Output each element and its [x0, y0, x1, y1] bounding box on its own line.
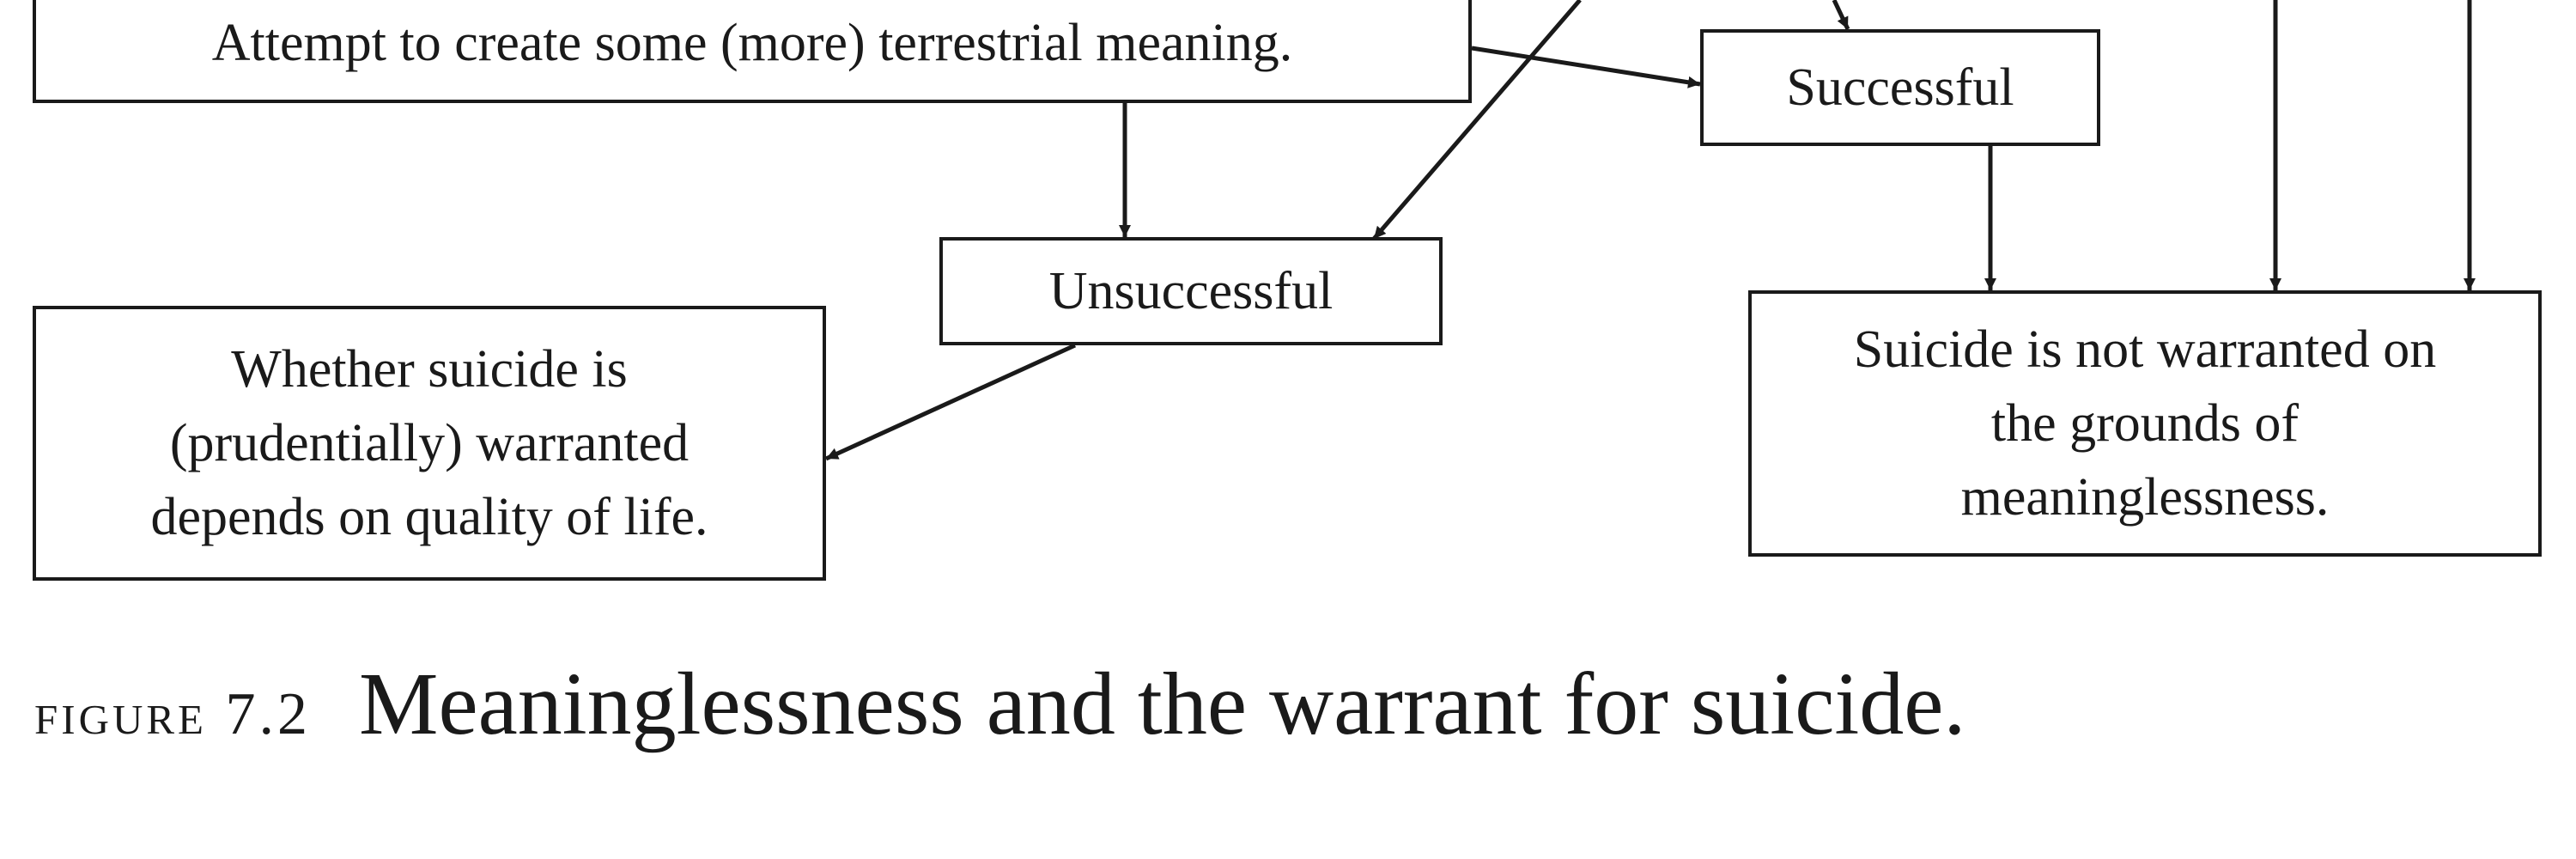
node-successful-text: Successful: [1786, 58, 2014, 117]
node-quality-line-1: Whether suicide is: [231, 340, 628, 399]
node-unsuccessful: Unsuccessful: [939, 237, 1443, 345]
figure-title: Meaninglessness and the warrant for suic…: [358, 655, 1966, 753]
node-quality-line-2: (prudentially) warranted: [169, 414, 690, 472]
node-unsuccessful-text: Unsuccessful: [1048, 262, 1334, 320]
node-quality-line-3: depends on quality of life.: [150, 488, 708, 546]
node-attempt: Attempt to create some (more) terrestria…: [33, 0, 1472, 103]
node-quality-of-life: Whether suicide is (prudentially) warran…: [33, 306, 826, 581]
edge-offpage-to-unsuccessful: [1372, 0, 1582, 241]
figure-caption: FIGURE 7.2 Meaninglessness and the warra…: [34, 653, 1965, 782]
node-not-warranted-line-3: meaninglessness.: [1960, 468, 2330, 527]
edge-unsuccessful-to-quality: [824, 343, 1077, 461]
node-successful: Successful: [1700, 29, 2100, 146]
node-not-warranted-line-1: Suicide is not warranted on: [1853, 320, 2437, 379]
figure-label-word: FIGURE: [34, 681, 207, 747]
node-attempt-text: Attempt to create some (more) terrestria…: [211, 14, 1293, 72]
node-not-warranted: Suicide is not warranted on the grounds …: [1748, 290, 2542, 557]
edge-offpage-to-successful: [1832, 0, 1850, 31]
edge-attempt-to-successful: [1471, 46, 1701, 88]
figure-label: FIGURE 7.2: [34, 680, 311, 749]
figure-number: 7.2: [225, 681, 311, 747]
node-not-warranted-line-2: the grounds of: [1990, 394, 2300, 453]
